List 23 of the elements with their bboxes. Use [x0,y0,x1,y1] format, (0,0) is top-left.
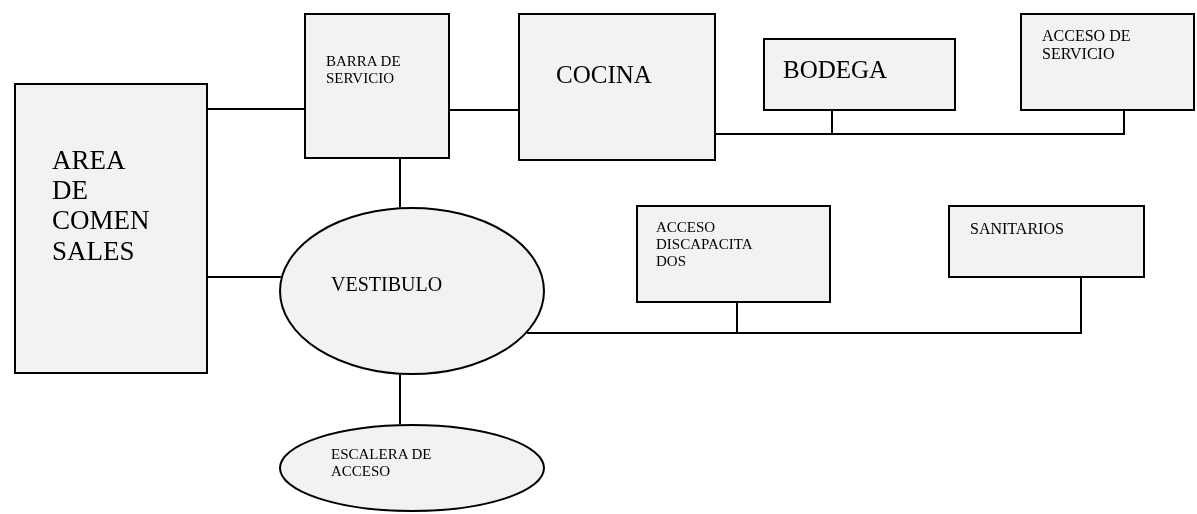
connector-line [207,276,282,278]
area-box [948,205,1145,278]
connector-line [449,109,519,111]
area-label: ACCESO DISCAPACITA DOS [656,219,753,270]
area-ellipse [279,207,545,375]
area-box [518,13,716,161]
area-box [763,38,956,111]
connector-line [399,158,401,209]
area-label: BARRA DE SERVICIO [326,53,402,87]
area-ellipse [279,424,545,512]
area-box [14,83,208,374]
area-box [1020,13,1195,111]
area-label: AREA DE COMEN SALES [52,145,151,266]
area-label: SANITARIOS [970,220,1065,238]
area-label: BODEGA [783,56,889,84]
area-label: ACCESO DE SERVICIO [1042,27,1132,63]
area-label: COCINA [556,61,653,89]
connector-line [207,108,305,110]
area-box [304,13,450,159]
area-box [636,205,831,303]
connector-line [399,373,401,426]
area-label: ESCALERA DE ACCESO [331,446,433,480]
area-label: VESTIBULO [331,273,444,296]
